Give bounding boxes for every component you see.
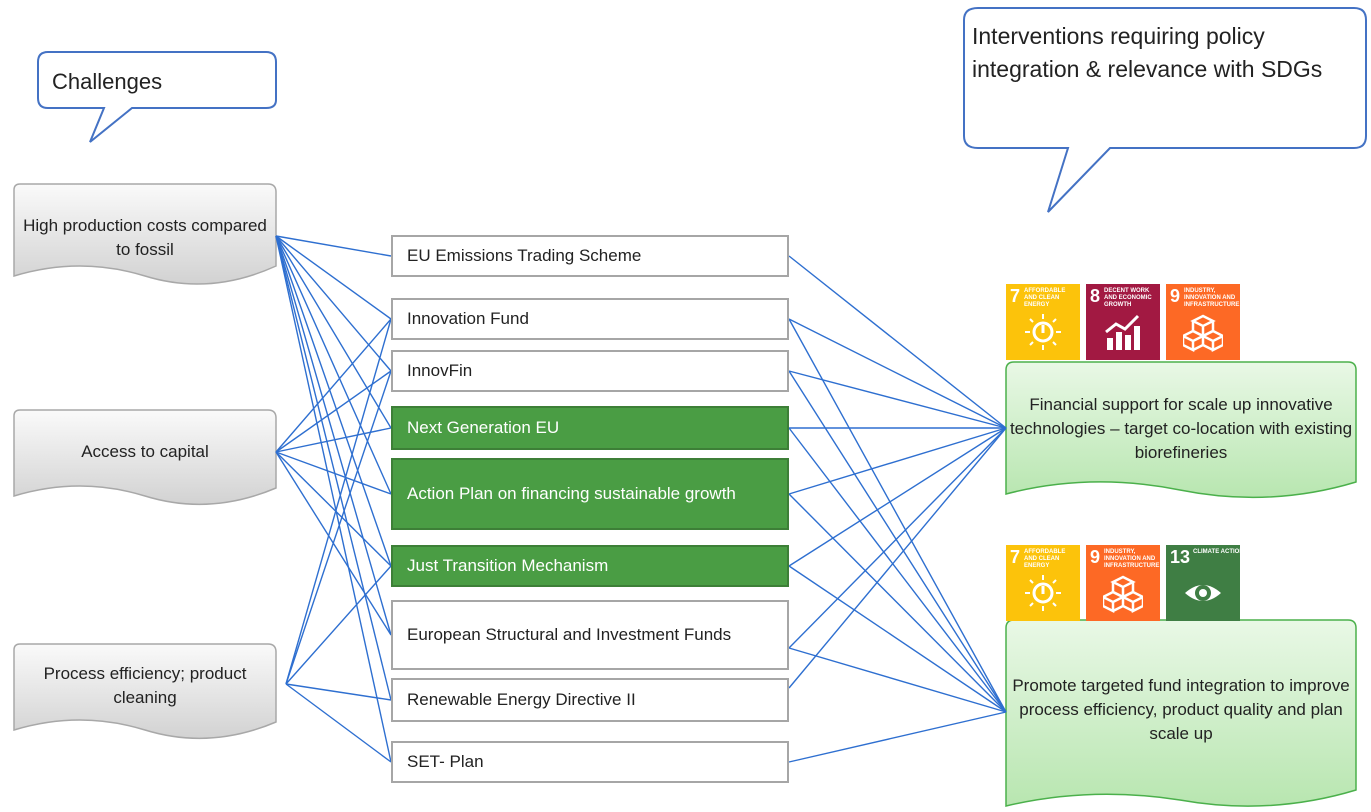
connector-line — [275, 318, 392, 453]
connector-line — [275, 235, 392, 372]
connector-line — [788, 427, 1007, 567]
connector-line — [788, 318, 1007, 429]
challenge-shape-3 — [13, 643, 277, 740]
connector-line — [788, 255, 1007, 429]
connector-line — [275, 235, 392, 567]
connector-line — [788, 318, 1007, 713]
challenge-shape-2 — [13, 409, 277, 506]
connector-line — [788, 711, 1007, 763]
connector-line — [275, 235, 392, 701]
connector-line — [275, 235, 392, 495]
sdg-13-icon: 13 CLIMATE ACTION — [1166, 545, 1244, 621]
policy-renewable-energy-directive: Renewable Energy Directive II — [391, 678, 789, 722]
sdg-8-icon: 8 DECENT WORK AND ECONOMIC GROWTH — [1086, 284, 1160, 360]
sdg-7-icon: 7 AFFORDABLE AND CLEAN ENERGY — [1006, 545, 1080, 621]
challenge-process-efficiency: Process efficiency; product cleaning — [43, 664, 247, 707]
connector-line — [285, 565, 392, 685]
interventions-heading: Interventions requiring policy integrati… — [972, 23, 1323, 82]
connector-line — [788, 427, 1007, 649]
connector-line — [275, 235, 392, 429]
policy-set-plan: SET- Plan — [391, 741, 789, 783]
connector-line — [275, 451, 392, 567]
sun-power-icon — [1025, 314, 1061, 350]
connector-line — [285, 683, 392, 701]
connector-line — [788, 647, 1007, 713]
policy-just-transition-mechanism: Just Transition Mechanism — [391, 545, 789, 587]
sdg-9-icon: 9 INDUSTRY, INNOVATION AND INFRASTRUCTUR… — [1166, 284, 1240, 360]
intervention-shape-1 — [1005, 361, 1357, 499]
callout-interventions-bubble — [963, 7, 1367, 213]
connector-line — [275, 235, 392, 763]
connector-line — [275, 427, 392, 453]
sun-power-icon — [1025, 575, 1061, 611]
challenge-production-costs: High production costs compared to fossil — [23, 216, 267, 259]
eye-earth-icon — [1185, 585, 1221, 601]
connector-line — [275, 451, 392, 495]
cubes-icon — [1103, 575, 1143, 613]
policy-next-generation-eu: Next Generation EU — [391, 406, 789, 450]
sdg-9-icon: 9 INDUSTRY, INNOVATION AND INFRASTRUCTUR… — [1086, 545, 1160, 621]
connector-line — [788, 427, 1007, 689]
challenge-shape-1 — [13, 183, 277, 285]
intervention-targeted-fund-integration: Promote targeted fund integration to imp… — [1012, 676, 1350, 743]
policy-action-plan-sustainable-growth: Action Plan on financing sustainable gro… — [391, 458, 789, 530]
challenge-access-to-capital: Access to capital — [81, 442, 209, 461]
connector-line — [275, 235, 392, 320]
connector-line — [788, 370, 1007, 429]
connector-lines — [275, 235, 1007, 763]
connector-line — [285, 318, 392, 685]
connector-line — [788, 370, 1007, 713]
policy-european-structural-investment-funds: European Structural and Investment Funds — [391, 600, 789, 670]
connector-line — [788, 427, 1007, 713]
growth-chart-icon — [1105, 314, 1140, 350]
sdg-7-icon: 7 AFFORDABLE AND CLEAN ENERGY — [1006, 284, 1080, 360]
connector-line — [788, 565, 1007, 713]
policy-innovation-fund: Innovation Fund — [391, 298, 789, 340]
cubes-icon — [1183, 314, 1223, 352]
connector-line — [275, 235, 392, 257]
callout-challenges-bubble — [37, 51, 277, 143]
policy-innovfin: InnovFin — [391, 350, 789, 392]
intervention-financial-support: Financial support for scale up innovativ… — [1009, 395, 1353, 462]
policy-eu-ets: EU Emissions Trading Scheme — [391, 235, 789, 277]
connector-line — [285, 370, 392, 685]
connector-line — [788, 493, 1007, 713]
challenges-heading: Challenges — [52, 69, 163, 94]
connector-line — [275, 235, 392, 636]
connector-line — [788, 427, 1007, 495]
connector-line — [285, 683, 392, 763]
